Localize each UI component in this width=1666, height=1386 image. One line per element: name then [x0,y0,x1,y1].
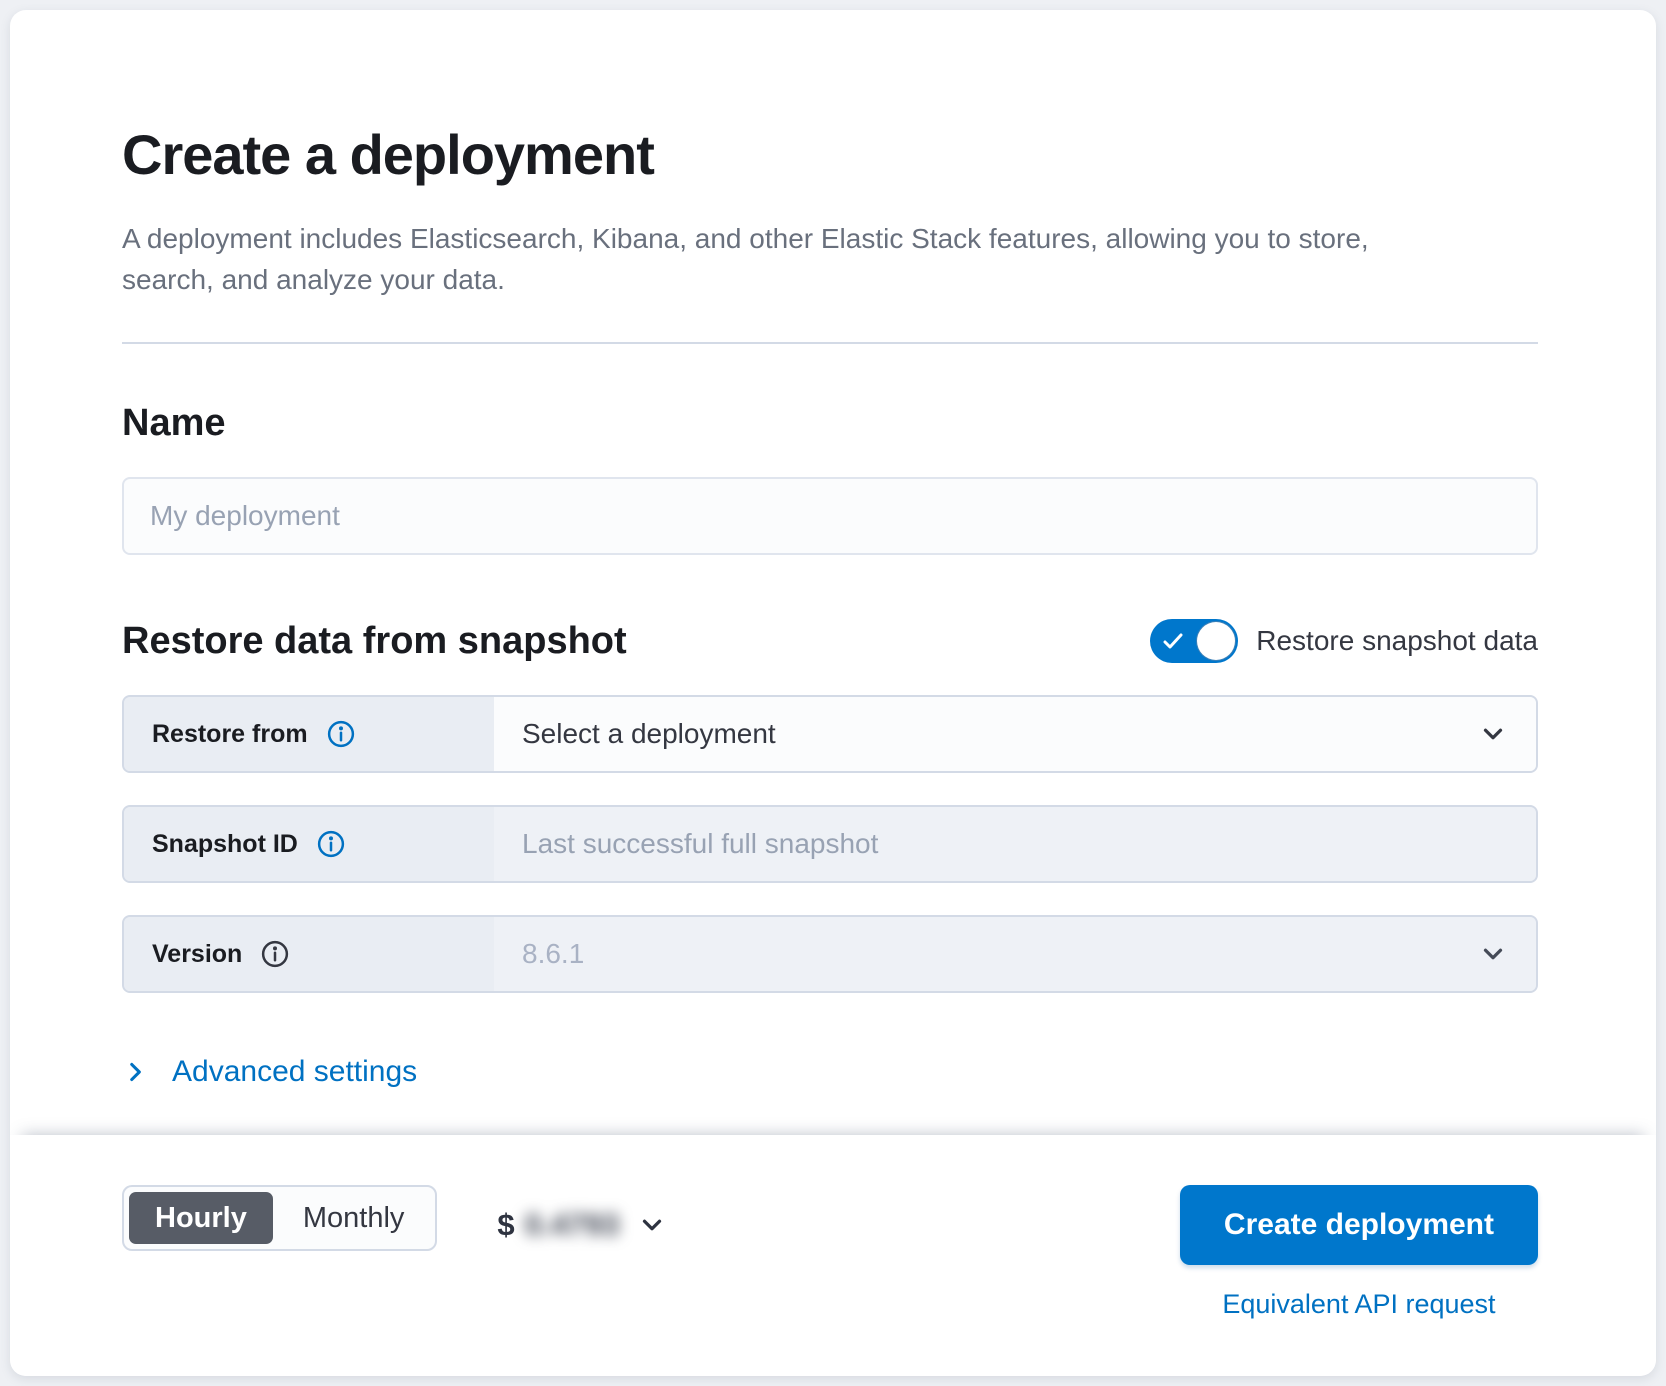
restore-from-label-cell: Restore from [124,697,494,772]
name-heading: Name [122,402,226,445]
create-deployment-card: Create a deployment A deployment include… [10,10,1656,1376]
footer-bar: Hourly Monthly $ 0.4793 Create deploymen… [10,1135,1656,1376]
chevron-down-icon[interactable] [637,1210,667,1240]
info-icon[interactable] [326,719,356,749]
chevron-down-icon [1483,948,1503,960]
version-select: 8.6.1 [494,917,1536,992]
page-title: Create a deployment [122,123,655,186]
hourly-button[interactable]: Hourly [129,1192,273,1244]
version-label: Version [152,939,243,968]
advanced-settings-label: Advanced settings [172,1055,418,1089]
snapshot-id-row: Snapshot ID [122,805,1538,884]
currency-symbol: $ [497,1207,515,1242]
restore-heading: Restore data from snapshot [122,619,627,662]
info-icon[interactable] [316,829,346,859]
main-content: Create a deployment A deployment include… [10,10,1656,1135]
price-amount-blurred: 0.4793 [524,1207,620,1242]
restore-from-label: Restore from [152,719,308,748]
footer-right: Create deployment Equivalent API request [1179,1185,1538,1320]
restore-from-selected-value: Select a deployment [522,718,776,750]
snapshot-id-field [494,807,1536,882]
advanced-settings-link[interactable]: Advanced settings [122,1055,417,1089]
restore-from-row: Restore from Select a deployment [122,695,1538,774]
snapshot-id-input[interactable] [522,807,1508,882]
checkmark-icon [1163,633,1183,649]
chevron-right-icon [130,1063,141,1082]
info-icon[interactable] [260,939,290,969]
restore-section-header: Restore data from snapshot Restore snaps… [122,619,1538,664]
page-subtitle: A deployment includes Elasticsearch, Kib… [122,223,1369,295]
monthly-button[interactable]: Monthly [277,1192,431,1244]
toggle-knob [1197,622,1236,661]
snapshot-id-label-cell: Snapshot ID [124,807,494,882]
toggle-label: Restore snapshot data [1256,625,1538,657]
restore-snapshot-toggle[interactable] [1150,619,1239,664]
billing-interval-switch: Hourly Monthly [122,1185,438,1251]
version-label-cell: Version [124,917,494,992]
equivalent-api-request-link[interactable]: Equivalent API request [1222,1289,1496,1319]
deployment-name-input[interactable] [122,477,1538,556]
restore-from-select[interactable]: Select a deployment [494,697,1536,772]
footer-left: Hourly Monthly $ 0.4793 [122,1185,667,1251]
price-display[interactable]: $ 0.4793 [497,1207,667,1243]
version-row: Version 8.6.1 [122,915,1538,994]
snapshot-id-label: Snapshot ID [152,829,298,858]
divider [122,342,1538,345]
create-deployment-button[interactable]: Create deployment [1179,1185,1538,1265]
version-selected-value: 8.6.1 [522,938,585,970]
restore-snapshot-toggle-group: Restore snapshot data [1150,619,1538,664]
chevron-down-icon [1483,728,1503,740]
